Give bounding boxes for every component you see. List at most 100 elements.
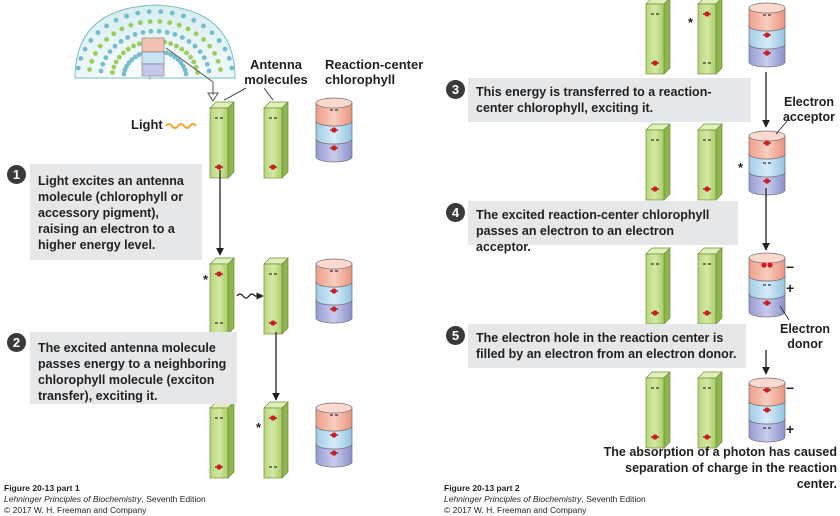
membrane-pigment-dot [132, 32, 138, 37]
reaction-center-b [315, 258, 353, 324]
caption-part2-edition: , Seventh Edition [581, 494, 646, 504]
membrane-pigment-dot [168, 52, 174, 57]
caption-part2-book: Lehninger Principles of Biochemistry [444, 494, 582, 504]
reaction-center-c [315, 402, 353, 468]
electron-dot [270, 415, 276, 421]
membrane-pigment-dot [93, 51, 98, 56]
membrane-pigment-dot [75, 65, 81, 71]
membrane-pigment-dot [137, 20, 143, 26]
electron-dot [764, 140, 770, 146]
reaction-center-f [748, 252, 786, 318]
membrane-pigment-dot [135, 10, 141, 16]
electron-dot [764, 387, 770, 393]
membrane-pigment-dot [146, 9, 152, 15]
caption-part2: Figure 20-13 part 2 Lehninger Principles… [444, 483, 646, 516]
membrane-pigment-dot [133, 54, 138, 60]
step-1-text: Light excites an antenna molecule (chlor… [30, 164, 202, 260]
membrane-pigment-dot [111, 64, 117, 70]
electron-dot [764, 32, 770, 38]
electron-dot [270, 320, 276, 326]
electron-dot [704, 434, 710, 440]
membrane-pigment-dot [169, 10, 175, 16]
antenna-molecule-f2 [697, 247, 723, 325]
membrane-pigment-dot [157, 19, 163, 24]
electron-donor-label: Electron donor [779, 322, 830, 351]
antenna-molecule-g1 [645, 371, 671, 449]
membrane-pigment-dot [95, 30, 101, 36]
antenna-molecule-f1 [645, 247, 671, 325]
antenna-molecule-g2 [697, 371, 723, 449]
step-4-number: 4 [446, 203, 465, 222]
antenna-molecule-e1 [645, 123, 671, 201]
membrane-pigment-dot [218, 67, 223, 72]
membrane-pigment-dot [164, 30, 170, 35]
membrane-pigment-dot [113, 17, 119, 23]
membrane-pigment-dot [126, 60, 132, 66]
membrane-pigment-dot [124, 63, 129, 69]
electron-dot [652, 434, 658, 440]
membrane-pigment-dot [201, 55, 207, 61]
membrane-pigment-dot [176, 22, 182, 28]
step-4-text: The excited reaction-center chlorophyll … [468, 201, 738, 254]
membrane-pigment-dot [168, 41, 174, 47]
membrane-pigment-dot [175, 57, 181, 62]
electron-dot [764, 407, 770, 413]
caption-part2-copyright: © 2017 W. H. Freeman and Company [444, 505, 587, 515]
electron-dot [652, 310, 658, 316]
membrane-pigment-dot [122, 67, 128, 73]
membrane-pigment-dot [118, 39, 124, 44]
membrane-pigment-dot [226, 56, 232, 61]
membrane-pigment-dot [188, 54, 194, 60]
step-2-number: 2 [7, 333, 26, 352]
membrane-pigment-dot [148, 28, 154, 34]
step-5-text: The electron hole in the reaction center… [468, 324, 746, 368]
membrane-pigment-dot [97, 43, 103, 49]
antenna-molecule-d1 [645, 0, 671, 75]
electron-acceptor-label: Electron acceptor [782, 95, 836, 124]
caption-part2-book-line: Lehninger Principles of Biochemistry, Se… [444, 494, 646, 505]
membrane-pigment-dot [112, 43, 118, 49]
electron-dot [331, 288, 337, 294]
caption-part1-book: Lehninger Principles of Biochemistry [4, 494, 142, 504]
reaction-center-label: Reaction-center chlorophyll [325, 57, 424, 87]
antenna-molecule-b2 [263, 257, 289, 335]
electron-dot [216, 271, 222, 277]
reaction-center-a [315, 97, 353, 163]
excited-star-2: * [256, 420, 262, 435]
membrane-pigment-dot [181, 13, 186, 19]
electron-dot [652, 186, 658, 192]
caption-part1-figure: Figure 20-13 part 1 [4, 483, 80, 493]
membrane-pigment-dot [164, 50, 169, 56]
membrane-pigment-dot [121, 50, 126, 56]
membrane-pigment-dot [179, 35, 185, 40]
electron-dot [270, 164, 276, 170]
membrane-pigment-dot [229, 65, 235, 71]
membrane-pigment-dot [222, 46, 228, 52]
minus-sign-1: − [786, 259, 795, 275]
membrane-pigment-dot [216, 38, 222, 43]
membrane-pigment-dot [193, 31, 199, 37]
membrane-pigment-dot [87, 67, 92, 72]
membrane-pigment-dot [178, 60, 184, 66]
membrane-pigment-dot [111, 31, 117, 37]
membrane-pigment-dot [136, 52, 142, 57]
light-wave-icon [165, 123, 197, 129]
electron-dot [331, 127, 337, 133]
plus-sign-1: + [786, 280, 795, 296]
membrane-pigment-dot [98, 68, 104, 74]
membrane-pigment-dot [204, 61, 210, 67]
membrane-pigment-dot [119, 26, 125, 32]
antenna-molecule-c2 [263, 401, 289, 479]
excited-star-4: * [738, 160, 744, 175]
antenna-molecule-a2 [263, 101, 289, 179]
membrane-pigment-dot [207, 43, 213, 49]
membrane-pigment-dot [100, 61, 106, 67]
membrane-pigment-dot [186, 39, 192, 44]
electron-dot [216, 164, 222, 170]
antenna-molecule-c1 [209, 401, 235, 479]
plus-sign-2: + [786, 421, 795, 437]
antenna-molecules-label: Antenna molecules [244, 57, 308, 87]
membrane-pigment-dot [191, 17, 197, 23]
minus-sign-2: − [786, 380, 795, 396]
electron-dot [652, 60, 658, 66]
